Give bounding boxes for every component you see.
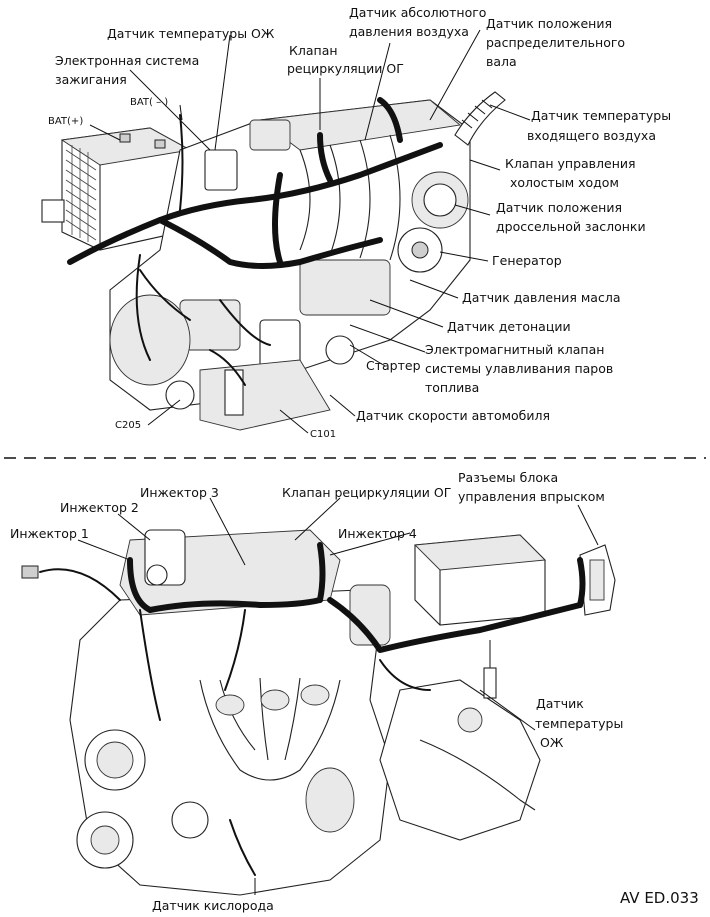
label-cam-sensor-line2: распределительного xyxy=(486,35,625,50)
label-connector-c205: C205 xyxy=(115,420,141,431)
ecu-block xyxy=(414,534,616,626)
label-generator: Генератор xyxy=(492,253,562,268)
label-coolant-sensor-line3: ОЖ xyxy=(540,735,564,750)
label-ecu-connectors-line2: управления впрыском xyxy=(458,489,605,504)
label-egr-valve-line1: Клапан xyxy=(289,43,338,58)
bottom-leader-lines xyxy=(77,497,599,895)
label-egr-valve-line2: рециркуляции ОГ xyxy=(287,61,404,76)
label-ignition-line2: зажигания xyxy=(55,72,127,87)
top-harness xyxy=(67,97,443,386)
label-tps-line1: Датчик положения xyxy=(496,200,622,215)
label-injector-3: Инжектор 3 xyxy=(140,485,219,500)
figure-code: AV ED.033 xyxy=(620,889,699,907)
label-cam-sensor-line3: вала xyxy=(486,54,517,69)
bottom-harness xyxy=(21,542,586,876)
battery xyxy=(41,127,192,251)
label-connector-c101: C101 xyxy=(310,429,336,440)
bottom-engine-illustration: Инжектор 1 Инжектор 2 Инжектор 3 Клапан … xyxy=(10,470,623,913)
label-tps-line2: дроссельной заслонки xyxy=(496,219,646,234)
label-bat-minus: BAT( – ) xyxy=(130,97,168,108)
label-injector-2: Инжектор 2 xyxy=(60,500,139,515)
label-cam-sensor-line1: Датчик положения xyxy=(486,16,612,31)
label-iac-valve-line1: Клапан управления xyxy=(505,156,636,171)
label-oil-pressure-sensor: Датчик давления масла xyxy=(462,290,621,305)
label-iat-sensor-line2: входящего воздуха xyxy=(527,128,656,143)
label-injector-1: Инжектор 1 xyxy=(10,526,89,541)
label-coolant-sensor-line1: Датчик xyxy=(536,696,584,711)
label-iat-sensor-line1: Датчик температуры xyxy=(531,108,671,123)
label-coolant-temp-sensor: Датчик температуры ОЖ xyxy=(107,26,275,41)
engine-block xyxy=(109,91,506,431)
label-egr-valve: Клапан рециркуляции ОГ xyxy=(282,485,451,500)
label-coolant-sensor-line2: температуры xyxy=(535,716,623,731)
label-map-sensor-line2: давления воздуха xyxy=(349,24,469,39)
label-vehicle-speed-sensor: Датчик скорости автомобиля xyxy=(356,408,550,423)
label-evap-valve-line3: топлива xyxy=(425,380,479,395)
top-leader-lines xyxy=(89,29,531,434)
label-starter: Стартер xyxy=(366,358,421,373)
label-ignition-line1: Электронная система xyxy=(55,53,199,68)
label-map-sensor-line1: Датчик абсолютного xyxy=(349,5,486,20)
label-oxygen-sensor: Датчик кислорода xyxy=(152,898,274,913)
label-injector-4: Инжектор 4 xyxy=(338,526,417,541)
label-bat-plus: BAT(+) xyxy=(48,116,83,127)
label-knock-sensor: Датчик детонации xyxy=(447,319,571,334)
top-engine-illustration: Датчик температуры ОЖ Датчик абсолютного… xyxy=(41,5,671,440)
label-evap-valve-line1: Электромагнитный клапан xyxy=(425,342,604,357)
label-evap-valve-line2: системы улавливания паров xyxy=(425,361,613,376)
bottom-engine-block xyxy=(69,529,541,896)
label-ecu-connectors-line1: Разъемы блока xyxy=(458,470,558,485)
label-iac-valve-line2: холостым ходом xyxy=(510,175,619,190)
